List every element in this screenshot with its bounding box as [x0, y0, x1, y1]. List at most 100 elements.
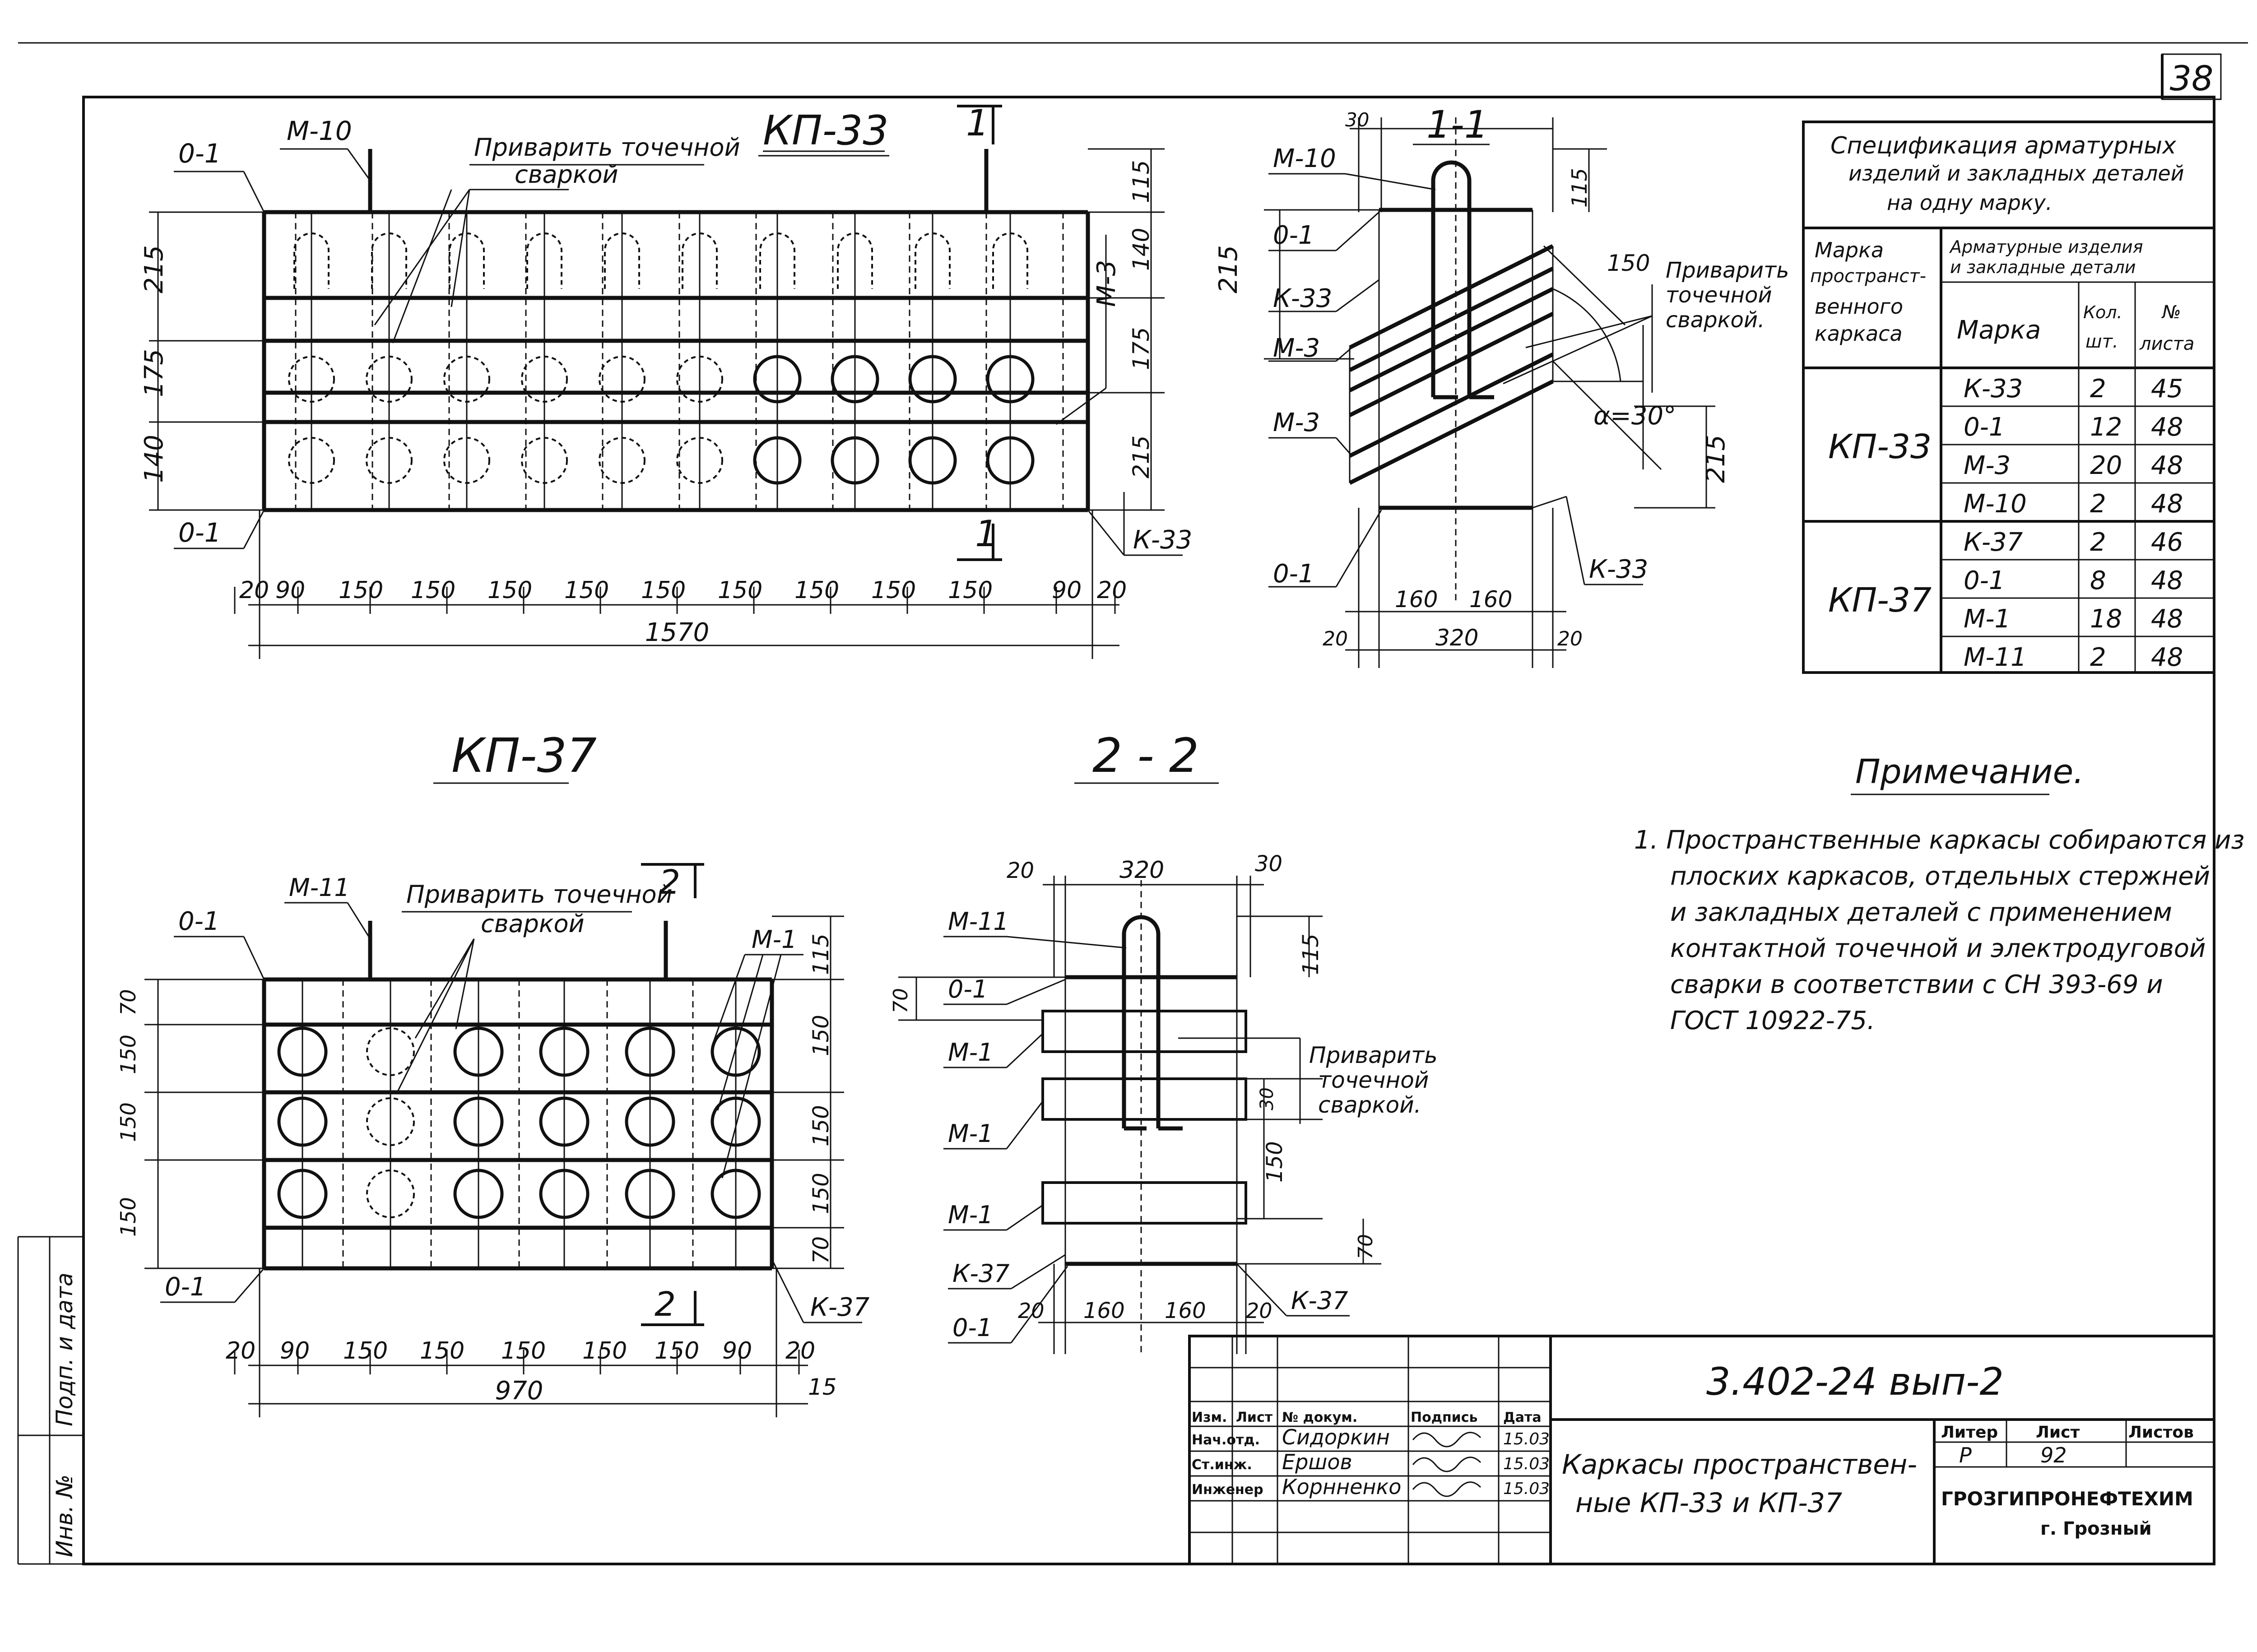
spec-cell-mark: 0-1 [1964, 566, 2005, 595]
sec22-dim-160b: 160 [1165, 1298, 1206, 1323]
staff-role: Ст.инж. [1192, 1457, 1252, 1473]
staff-name: Корнненко [1282, 1475, 1401, 1499]
sec11-label-m3a: М-3 [1273, 334, 1320, 363]
sec22-label-k37b: К-37 [1291, 1286, 1348, 1315]
spec-title-2: изделий и закладных деталей [1848, 161, 2184, 186]
sec22-label-o1a: 0-1 [948, 975, 988, 1003]
sec22-dim-320: 320 [1119, 857, 1164, 884]
kp33-ring-upper [753, 355, 802, 404]
spec-cell-sheet: 46 [2151, 528, 2183, 557]
kp37-dim-h-label: 150 [343, 1337, 388, 1364]
kp33-section-mark-top: 1 [966, 102, 989, 144]
kp33-dim-h-label: 20 [1097, 577, 1127, 604]
note-line: ГОСТ 10922-75. [1670, 1006, 1875, 1035]
staff-signature [1412, 1457, 1481, 1472]
sec22-dim-20c: 20 [1246, 1299, 1272, 1323]
kp37-label-m1: М-1 [752, 925, 797, 954]
kp37-dim-h-label: 20 [226, 1337, 255, 1364]
kp33-ring-lower [366, 437, 413, 484]
sheet-frame [17, 42, 2248, 1565]
kp33-ring-lower [986, 436, 1035, 485]
title-sheet: 92 [2040, 1443, 2067, 1467]
spec-cell-sheet: 48 [2151, 489, 2183, 519]
kp37-ring [711, 1096, 761, 1147]
kp37-dim-right-4: 70 [808, 1236, 834, 1264]
kp37-ring [625, 1026, 675, 1077]
spec-cell-sheet: 48 [2151, 604, 2183, 634]
kp33-ring-lower [443, 437, 490, 484]
note-line: контактной точечной и электродуговой [1670, 934, 2206, 963]
kp37-ring [453, 1169, 504, 1219]
title-org-2: г. Грозный [2040, 1518, 2152, 1539]
kp37-title: КП-37 [451, 728, 597, 783]
kp33-ring-upper [288, 356, 335, 403]
kp33-dim-h-label: 150 [411, 577, 455, 604]
sec11-weld-1: Приварить [1666, 258, 1789, 283]
kp33-loop [526, 232, 562, 289]
kp37-dims-bottom [248, 1268, 808, 1417]
title-head-col-1: Изм. [1192, 1410, 1227, 1425]
kp33-weld-note-1: Приварить точечной [474, 133, 740, 162]
title-org-1: ГРОЗГИПРОНЕФТЕХИМ [1941, 1488, 2193, 1510]
title-name-2: ные КП-33 и КП-37 [1575, 1487, 1842, 1519]
kp37-dim-h-label: 150 [420, 1337, 464, 1364]
sec22-dim-150: 150 [1262, 1141, 1287, 1183]
kp37-dim-h-label: 90 [722, 1337, 752, 1364]
staff-signature [1412, 1481, 1481, 1497]
kp33-ring-lower [831, 436, 879, 485]
kp33-dim-total: 1570 [645, 618, 710, 647]
kp37-ring [711, 1026, 761, 1077]
kp37-ring [277, 1169, 328, 1219]
spec-col-sheet-1: № [2161, 302, 2181, 323]
kp33-ring-upper [521, 356, 568, 403]
kp33-ring-lower [599, 437, 646, 484]
staff-date: 15.03 [1503, 1430, 1550, 1448]
sec11-dim-160b: 160 [1469, 586, 1512, 613]
kp33-ring-upper [366, 356, 413, 403]
spec-col-qty-1: Кол. [2083, 302, 2122, 322]
sec22-dim-20b: 20 [1018, 1299, 1045, 1323]
note-lines: 1. Пространственные каркасы собираются и… [1634, 826, 2244, 1035]
title-head-col-4: Подпись [1411, 1410, 1477, 1425]
kp33-dim-h-label: 150 [794, 577, 839, 604]
kp37-ring [453, 1096, 504, 1147]
kp37-label-o1-bottom: 0-1 [165, 1272, 206, 1302]
kp33-dim-right-3: 215 [1128, 436, 1154, 478]
kp37-ring [366, 1027, 415, 1076]
kp33-ring-lower [521, 437, 568, 484]
staff-role: Нач.отд. [1192, 1432, 1260, 1448]
spec-cell-qty: 2 [2090, 489, 2106, 519]
sec11-dim-160a: 160 [1395, 586, 1438, 613]
kp37-ring [277, 1096, 328, 1147]
kp37-ring [625, 1096, 675, 1147]
kp37-ring [539, 1169, 590, 1219]
kp33-dim-h-label: 20 [239, 577, 269, 604]
sec22-label-m1a: М-1 [948, 1038, 993, 1067]
sec22-dim-115: 115 [1298, 933, 1324, 975]
kp37-dims-left [144, 979, 264, 1269]
spec-cell-mark: М-1 [1964, 604, 2011, 634]
spec-cell-sheet: 45 [2151, 374, 2183, 404]
title-doc-code: 3.402-24 вып-2 [1706, 1360, 2004, 1404]
kp37-ring [539, 1096, 590, 1147]
kp37-section-mark-top: 2 [659, 863, 680, 902]
sec11-dim-20a: 20 [1323, 627, 1348, 650]
sec22-label-k37a: К-37 [952, 1259, 1010, 1288]
kp33-loop [604, 232, 640, 289]
spec-table [1802, 121, 2215, 674]
spec-cell-mark: К-33 [1964, 374, 2023, 404]
kp37-dim-left-2: 150 [116, 1102, 140, 1142]
title-head-col-3: № докум. [1282, 1410, 1357, 1425]
staff-role: Инженер [1192, 1482, 1263, 1498]
kp37-frame-outline [262, 977, 774, 1271]
sec22-weld-3: сваркой. [1318, 1092, 1421, 1118]
kp33-dim-right-1: 140 [1128, 228, 1154, 271]
kp33-dim-h-label: 150 [948, 577, 993, 604]
spec-cell-qty: 2 [2090, 528, 2106, 557]
sec11-dim-150: 150 [1607, 250, 1650, 276]
kp37-dim-h-label: 150 [655, 1337, 699, 1364]
sec11-weld-3: сваркой. [1666, 307, 1765, 333]
note-line: сварки в соответствии с СН 393-69 и [1670, 970, 2163, 999]
